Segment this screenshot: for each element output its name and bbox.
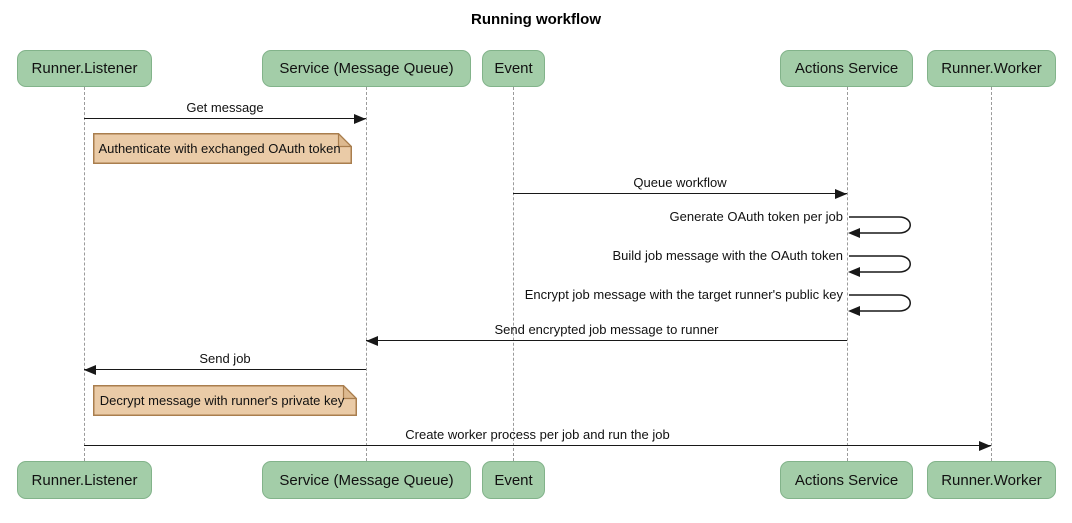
- message-line: [366, 339, 847, 341]
- self-message-label-build-job-message: Build job message with the OAuth token: [612, 248, 843, 263]
- note-authenticate: Authenticate with exchanged OAuth token: [93, 133, 352, 164]
- arrowhead-left-icon: [84, 364, 96, 375]
- lifeline-service-message-queue: [366, 87, 367, 461]
- self-message-label-generate-oauth: Generate OAuth token per job: [669, 209, 843, 224]
- actor-top-runner-listener: Runner.Listener: [17, 50, 152, 87]
- note-label: Decrypt message with runner's private ke…: [99, 393, 345, 408]
- message-label: Get message: [186, 100, 264, 115]
- message-label: Send job: [199, 351, 251, 366]
- lifeline-runner-worker: [991, 87, 992, 461]
- lifeline-event: [513, 87, 514, 461]
- self-message-label-encrypt-job-message: Encrypt job message with the target runn…: [524, 287, 843, 302]
- note-shape-icon: [93, 385, 357, 416]
- message-get-message: Get message: [84, 99, 366, 124]
- actor-bottom-event: Event: [482, 461, 545, 499]
- message-queue-workflow: Queue workflow: [513, 174, 847, 199]
- message-label: Queue workflow: [633, 175, 727, 190]
- actor-top-event: Event: [482, 50, 545, 87]
- self-loop-arrow-icon: [847, 215, 917, 239]
- arrowhead-right-icon: [354, 113, 366, 124]
- diagram-title: Running workflow: [471, 11, 601, 28]
- actor-bottom-actions-service: Actions Service: [780, 461, 913, 499]
- self-loop-arrow-icon: [847, 254, 917, 278]
- arrowhead-right-icon: [979, 440, 991, 451]
- note-decrypt: Decrypt message with runner's private ke…: [93, 385, 357, 416]
- self-loop-arrow-icon: [847, 293, 917, 317]
- lifeline-runner-listener: [84, 87, 85, 461]
- arrowhead-right-icon: [835, 188, 847, 199]
- message-line: [84, 117, 366, 119]
- message-send-job: Send job: [84, 350, 366, 375]
- note-shape-icon: [93, 133, 352, 164]
- actor-bottom-service-message-queue: Service (Message Queue): [262, 461, 471, 499]
- actor-bottom-runner-listener: Runner.Listener: [17, 461, 152, 499]
- message-line: [84, 444, 991, 446]
- message-create-worker-process: Create worker process per job and run th…: [84, 426, 991, 451]
- message-send-encrypted-job: Send encrypted job message to runner: [366, 321, 847, 346]
- actor-top-actions-service: Actions Service: [780, 50, 913, 87]
- message-line: [84, 368, 366, 370]
- message-label: Create worker process per job and run th…: [405, 427, 670, 442]
- actor-top-service-message-queue: Service (Message Queue): [262, 50, 471, 87]
- actor-top-runner-worker: Runner.Worker: [927, 50, 1056, 87]
- actor-bottom-runner-worker: Runner.Worker: [927, 461, 1056, 499]
- arrowhead-left-icon: [366, 335, 378, 346]
- lifeline-actions-service: [847, 87, 848, 461]
- note-label: Authenticate with exchanged OAuth token: [98, 141, 341, 156]
- message-label: Send encrypted job message to runner: [494, 322, 719, 337]
- message-line: [513, 192, 847, 194]
